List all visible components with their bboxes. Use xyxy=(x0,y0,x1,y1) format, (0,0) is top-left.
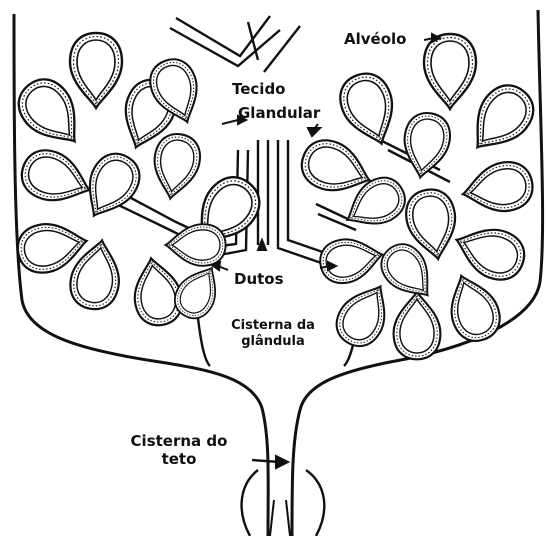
label-cisterna-teto-line1: Cisterna do xyxy=(131,432,228,450)
label-cisterna-glandula: Cisterna da glândula xyxy=(224,318,322,350)
label-alveolo: Alvéolo xyxy=(344,30,406,48)
label-glandular: Glandular xyxy=(238,104,320,122)
label-cisterna-glandula-line1: Cisterna da xyxy=(231,318,315,333)
label-cisterna-teto-line2: teto xyxy=(162,450,197,468)
label-tecido: Tecido xyxy=(232,80,286,98)
label-cisterna-teto: Cisterna do teto xyxy=(124,432,234,468)
label-cisterna-glandula-line2: glândula xyxy=(241,334,305,349)
left-lobe xyxy=(9,33,270,329)
ducts xyxy=(108,16,450,266)
label-dutos: Dutos xyxy=(234,270,284,288)
right-lobe xyxy=(295,34,543,359)
